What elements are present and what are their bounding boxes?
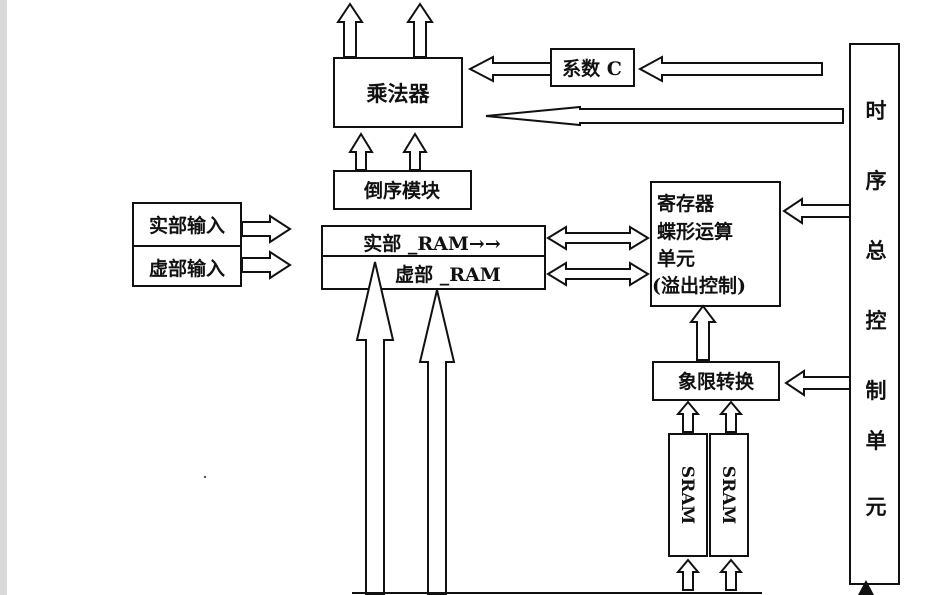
input-box — [132, 202, 242, 287]
timing-char-2: 序 — [866, 168, 887, 193]
sram-a-label: SRAM — [677, 466, 697, 525]
butterfly-line1: 寄存器 — [657, 192, 715, 215]
sram-b-label: SRAM — [718, 466, 738, 525]
real-input-arrow — [241, 214, 292, 244]
timing-to-butterfly-arrow — [782, 197, 851, 225]
sram-a-to-quadrant-arrow — [675, 400, 701, 433]
quadrant-label: 象限转换 — [678, 370, 755, 393]
butterfly-unit-box — [650, 181, 781, 307]
sram-a-box — [668, 433, 708, 557]
multiplier-output-arrow-2 — [406, 2, 434, 58]
multiplier-output-arrow-1 — [336, 2, 364, 58]
ram-box — [321, 225, 546, 290]
timing-char-5: 制 — [866, 378, 887, 403]
coefficient-box — [550, 48, 635, 87]
butterfly-line4: (溢出控制) — [652, 274, 746, 297]
timing-char-7: 元 — [866, 494, 887, 519]
bottom-to-imag-ram-arrow — [418, 289, 456, 595]
timing-char-4: 控 — [866, 308, 887, 333]
butterfly-line3: 单元 — [657, 247, 695, 270]
timing-char-6: 单 — [866, 428, 887, 453]
bottom-to-real-ram-arrow — [355, 261, 395, 595]
reverse-order-label: 倒序模块 — [363, 179, 441, 202]
real-ram-label: 实部 _RAM→→ — [363, 232, 501, 255]
imag-ram-butterfly-double-arrow — [546, 261, 650, 287]
real-input-label: 实部输入 — [149, 214, 225, 237]
timing-control-bottom-marker — [858, 580, 874, 595]
timing-to-quadrant-arrow — [784, 369, 851, 397]
timing-char-3: 总 — [866, 238, 887, 263]
reverse-order-box — [333, 170, 472, 210]
imag-input-arrow — [241, 250, 292, 280]
timing-control-box — [849, 43, 900, 585]
bottom-to-sram-a-arrow — [675, 558, 701, 591]
butterfly-line2: 蝶形运算 — [657, 220, 733, 243]
sram-b-to-quadrant-arrow — [718, 400, 744, 433]
quadrant-conversion-box — [652, 361, 780, 401]
reverse-to-multiplier-arrow-2 — [402, 132, 428, 171]
coefficient-to-multiplier-arrow — [467, 55, 552, 83]
page-left-border — [0, 0, 7, 595]
multiplier-label: 乘法器 — [366, 81, 431, 106]
imag-ram-label: 虚部 _RAM — [395, 263, 501, 286]
reverse-to-multiplier-arrow-1 — [348, 132, 374, 171]
timing-to-multiplier-arrow — [485, 105, 844, 127]
stray-dot — [203, 475, 207, 479]
bottom-to-sram-b-arrow — [718, 558, 744, 591]
timing-char-1: 时 — [866, 98, 887, 123]
quadrant-to-butterfly-arrow — [689, 304, 717, 361]
real-ram-butterfly-double-arrow — [546, 225, 650, 251]
sram-b-box — [709, 433, 749, 557]
coefficient-label: 系数 C — [562, 57, 622, 80]
timing-to-coefficient-arrow — [637, 55, 823, 83]
imag-input-label: 虚部输入 — [149, 257, 225, 280]
multiplier-box — [333, 57, 463, 128]
